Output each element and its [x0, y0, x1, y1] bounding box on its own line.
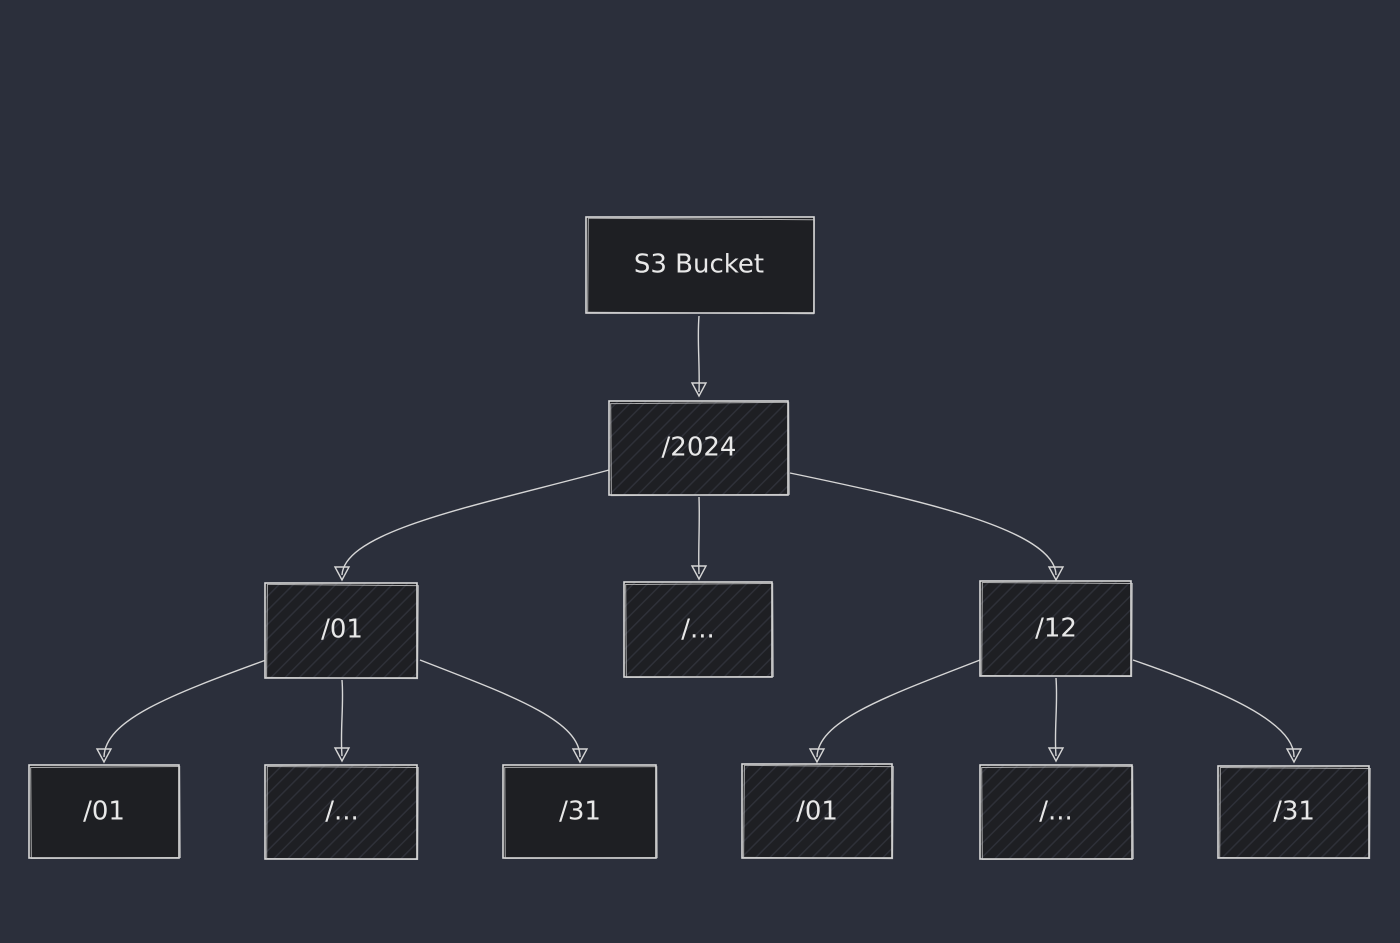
node-year-2024: /2024	[608, 400, 790, 497]
node-label: S3 Bucket	[634, 250, 764, 280]
edge-year-to-month-ellipsis	[698, 496, 700, 575]
node-label: /...	[681, 615, 715, 645]
arrowhead	[1047, 747, 1065, 763]
arrowhead	[333, 566, 351, 582]
node-month-ellipsis: /...	[623, 581, 774, 679]
node-month-01: /01	[264, 582, 419, 680]
edges	[95, 315, 1303, 764]
arrowhead	[690, 565, 708, 581]
node-label: /31	[559, 797, 601, 827]
arrowhead	[690, 382, 708, 398]
arrowhead	[95, 748, 113, 764]
arrowhead	[1285, 748, 1303, 764]
node-day-31-of-month-01: /31	[502, 764, 658, 859]
edge-month-12-to-day-31	[1132, 659, 1295, 758]
node-label: /...	[1039, 797, 1073, 827]
node-day-ellipsis-of-month-01: /...	[264, 764, 419, 861]
node-label: /2024	[662, 433, 737, 463]
arrowhead	[808, 748, 826, 764]
node-label: /01	[83, 797, 125, 827]
node-label: /01	[796, 797, 838, 827]
edge-year-to-month-12	[789, 472, 1057, 576]
edge-month-01-to-day-01	[103, 659, 267, 758]
node-label: /01	[321, 615, 363, 645]
node-day-31-of-month-12: /31	[1217, 765, 1371, 860]
node-day-ellipsis-of-month-12: /...	[979, 764, 1134, 861]
edge-root-to-year	[697, 315, 700, 393]
node-label: /12	[1035, 614, 1077, 644]
edge-month-01-to-day-31	[419, 659, 581, 758]
node-day-01-of-month-01: /01	[28, 764, 181, 860]
node-label: /31	[1273, 797, 1315, 827]
node-day-01-of-month-12: /01	[741, 763, 894, 860]
arrowhead	[571, 748, 589, 764]
arrowhead	[1047, 566, 1065, 582]
node-label: /...	[325, 797, 359, 827]
edge-month-01-to-day-ellipsis	[340, 679, 344, 757]
node-s3-bucket: S3 Bucket	[585, 216, 815, 315]
edge-month-12-to-day-01	[816, 659, 981, 758]
arrowhead	[333, 747, 351, 763]
node-month-12: /12	[979, 580, 1133, 678]
edge-month-12-to-day-ellipsis	[1054, 677, 1058, 757]
edge-year-to-month-01	[341, 469, 610, 576]
